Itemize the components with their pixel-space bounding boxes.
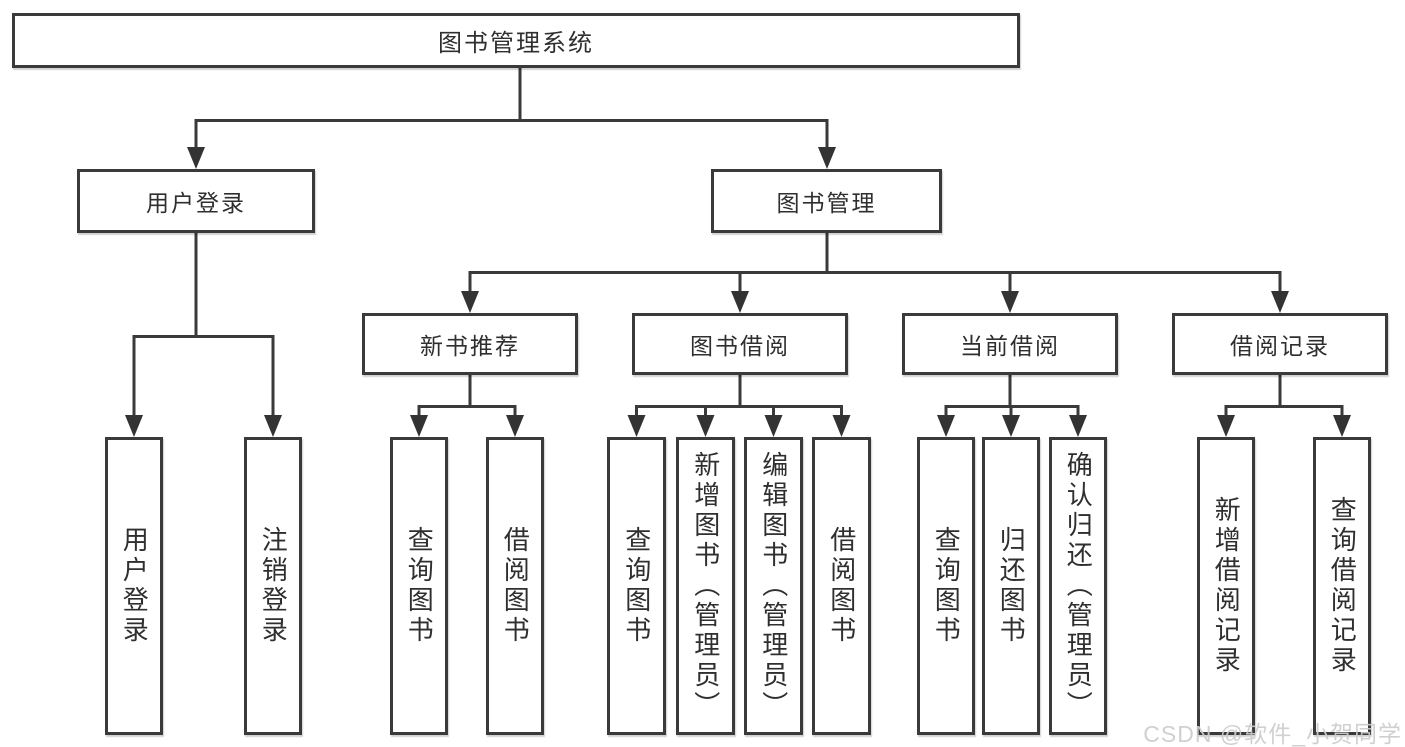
arrowhead-icon (187, 147, 205, 169)
leaf-borrow-books-recommend: 借阅图书 (486, 437, 544, 735)
leaf-return-books: 归还图书 (982, 437, 1040, 735)
leaf-label: 查询图书 (931, 526, 962, 646)
arrowhead-icon (461, 291, 479, 313)
leaf-query-books-recommend: 查询图书 (390, 437, 448, 735)
arrowhead-icon (764, 415, 783, 437)
arrowhead-icon (818, 147, 836, 169)
connector-recommend-tree (417, 375, 517, 420)
leaf-label: 新增图书（管理员） (690, 451, 721, 721)
leaf-label: 查询借阅记录 (1327, 496, 1358, 676)
leaf-edit-book-admin: 编辑图书（管理员） (744, 437, 803, 735)
arrowhead-icon (832, 415, 851, 437)
connector-borrowing-tree (635, 375, 843, 420)
arrowhead-icon (731, 291, 749, 313)
leaf-label: 新增借阅记录 (1211, 496, 1242, 676)
arrowhead-icon (410, 415, 428, 437)
node-borrowing-records: 借阅记录 (1172, 313, 1388, 375)
node-label: 图书借阅 (690, 333, 790, 359)
node-book-borrowing: 图书借阅 (632, 313, 848, 375)
node-root-system: 图书管理系统 (12, 13, 1020, 68)
leaf-label: 编辑图书（管理员） (758, 451, 789, 721)
connector-level3-stubs (738, 272, 1012, 296)
arrowhead-icon (1069, 415, 1087, 437)
leaf-label: 查询图书 (621, 526, 652, 646)
node-user-login: 用户登录 (77, 169, 315, 233)
node-current-borrowing: 当前借阅 (902, 313, 1118, 375)
arrowhead-icon (506, 415, 524, 437)
leaf-query-books-current: 查询图书 (917, 437, 975, 735)
leaf-label: 注销登录 (258, 526, 289, 646)
csdn-watermark: CSDN @软件_小贺同学 (1143, 721, 1402, 747)
arrowhead-icon (1217, 415, 1235, 437)
connector-current-tree (944, 375, 1080, 420)
leaf-borrow-books-borrowing: 借阅图书 (812, 437, 871, 735)
leaf-label: 借阅图书 (826, 526, 857, 646)
connector-user-login-tree (132, 335, 275, 420)
node-new-book-recommendation: 新书推荐 (362, 313, 578, 375)
node-book-management: 图书管理 (711, 169, 942, 233)
leaf-add-borrow-record: 新增借阅记录 (1197, 437, 1255, 735)
connector-level1-tree (194, 119, 829, 152)
node-label: 图书管理系统 (438, 30, 594, 57)
leaf-label: 确认归还（管理员） (1063, 451, 1094, 721)
leaf-query-borrow-record: 查询借阅记录 (1313, 437, 1371, 735)
arrowhead-icon (125, 415, 143, 437)
arrowhead-icon (1002, 415, 1020, 437)
arrowhead-icon (627, 415, 646, 437)
arrowhead-icon (937, 415, 955, 437)
leaf-confirm-return-admin: 确认归还（管理员） (1049, 437, 1107, 735)
arrowhead-icon (1271, 291, 1289, 313)
arrowhead-icon (696, 415, 715, 437)
leaf-label: 归还图书 (996, 526, 1027, 646)
node-label: 图书管理 (776, 190, 877, 216)
arrowhead-icon (264, 415, 282, 437)
node-label: 用户登录 (146, 190, 246, 216)
node-label: 新书推荐 (420, 333, 520, 359)
leaf-logout: 注销登录 (244, 437, 302, 735)
connector-records-tree (1224, 375, 1344, 420)
leaf-query-books-borrowing: 查询图书 (607, 437, 666, 735)
leaf-user-login: 用户登录 (105, 437, 163, 735)
connector-level3-tree (468, 271, 1282, 296)
leaf-add-book-admin: 新增图书（管理员） (676, 437, 735, 735)
node-label: 当前借阅 (960, 333, 1060, 359)
arrowhead-icon (1333, 415, 1351, 437)
leaf-label: 查询图书 (404, 526, 435, 646)
leaf-label: 借阅图书 (500, 526, 531, 646)
node-label: 借阅记录 (1230, 333, 1330, 359)
arrowhead-icon (1001, 291, 1019, 313)
leaf-label: 用户登录 (119, 526, 150, 646)
